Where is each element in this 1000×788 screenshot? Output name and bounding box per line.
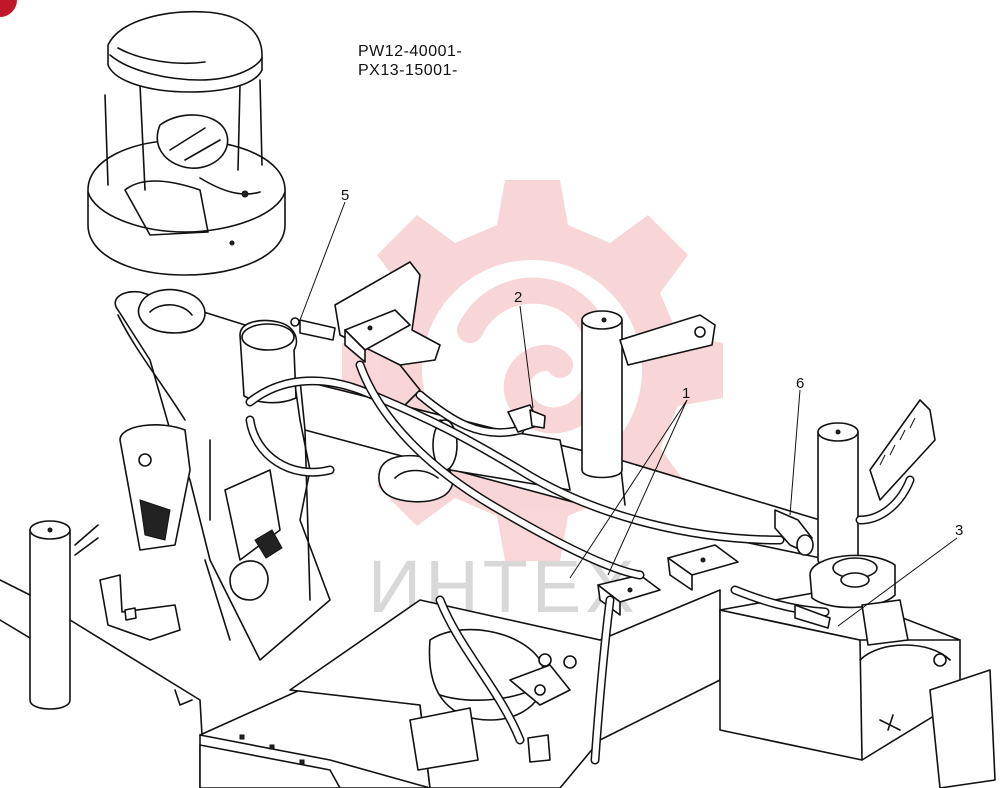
serial-number-1: PW12-40001-	[358, 43, 462, 60]
leader-line-1	[569, 399, 688, 579]
post-left	[29, 520, 71, 710]
leader-line-6	[789, 389, 801, 516]
corner-badge	[0, 0, 17, 17]
serial-number-2: PX13-15001-	[358, 62, 458, 79]
fitting-5	[299, 319, 336, 341]
leader-line-2	[519, 305, 534, 409]
callout-1: 1	[682, 385, 690, 402]
callout-5: 5	[341, 187, 349, 204]
inset-seat-assembly	[87, 10, 286, 276]
fitting-2	[507, 404, 546, 433]
post-right	[817, 422, 859, 569]
hydraulic-hoses	[245, 360, 915, 765]
leader-line-1b	[607, 399, 688, 576]
post-right-center	[581, 310, 623, 479]
leader-line-5	[299, 201, 346, 321]
leader-line-3	[837, 537, 958, 627]
fitting-3	[794, 604, 831, 629]
callout-6: 6	[796, 375, 804, 392]
callout-3: 3	[955, 522, 963, 539]
callout-2: 2	[514, 289, 522, 306]
fitting-6	[774, 509, 814, 556]
